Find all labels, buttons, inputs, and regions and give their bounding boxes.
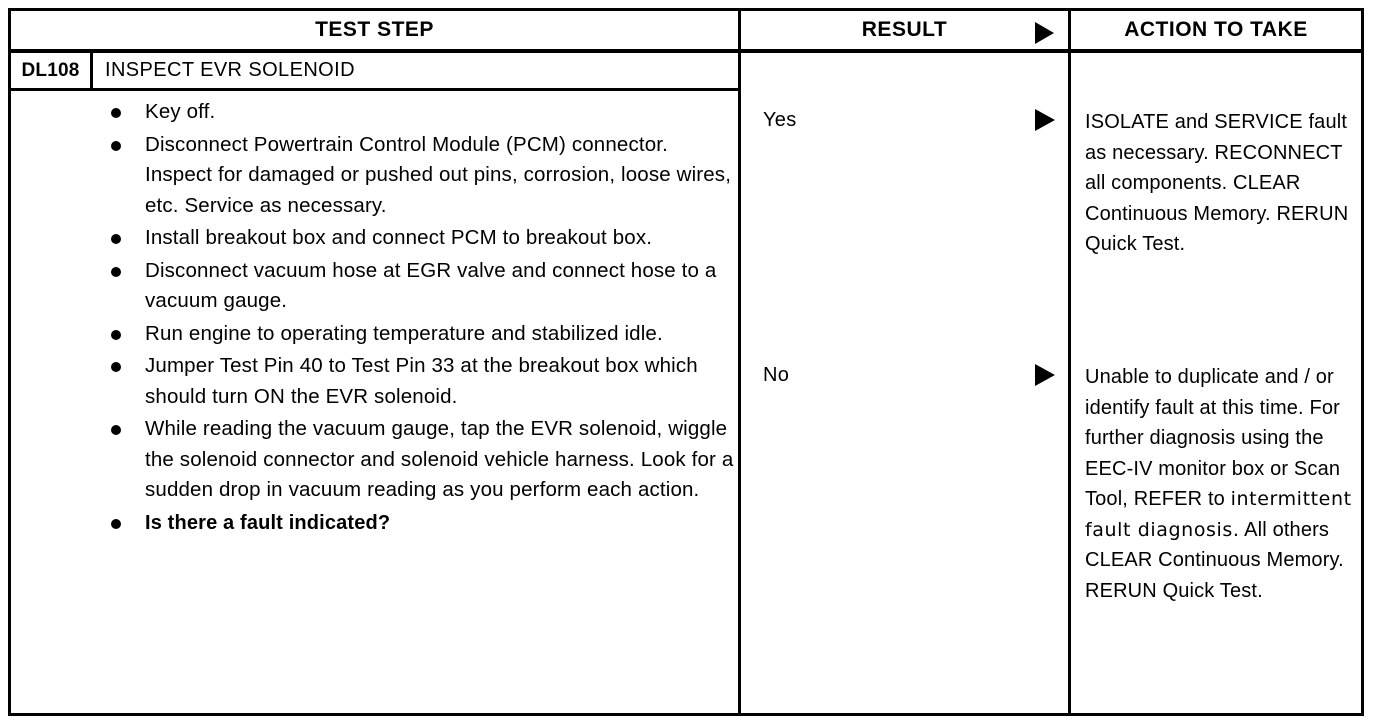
list-item: Run engine to operating temperature and … [93, 319, 738, 350]
column-header-action-label: ACTION TO TAKE [1124, 18, 1308, 41]
bullet-dot-icon [111, 362, 121, 372]
column-header-test-step: TEST STEP [11, 11, 738, 49]
table-header-row: TEST STEP RESULT ACTION TO TAKE [11, 11, 1361, 53]
action-text-no-part1: Unable to duplicate and / or identify fa… [1085, 366, 1341, 510]
column-divider-action [1068, 53, 1071, 713]
step-title-cell: INSPECT EVR SOLENOID [93, 53, 738, 91]
list-item-text: Jumper Test Pin 40 to Test Pin 33 at the… [145, 354, 698, 408]
action-text-yes-body: ISOLATE and SERVICE fault as necessary. … [1085, 111, 1349, 255]
list-item: Install breakout box and connect PCM to … [93, 223, 738, 254]
bullet-dot-icon [111, 266, 121, 277]
list-item-text: Is there a fault indicated? [145, 511, 391, 534]
list-item: Disconnect vacuum hose at EGR valve and … [93, 256, 738, 317]
result-value-yes-label: Yes [763, 109, 797, 131]
action-text-no-highlight: intermittent fault diagnosis. [1085, 488, 1352, 541]
column-header-action: ACTION TO TAKE [1068, 11, 1361, 49]
row-right-arrow-icon-yes [1035, 109, 1055, 131]
column-header-result-label: RESULT [861, 18, 948, 41]
step-header-row: DL108 INSPECT EVR SOLENOID [11, 53, 738, 91]
result-value-no: No [763, 364, 789, 387]
list-item: While reading the vacuum gauge, tap the … [93, 414, 738, 506]
step-code-cell: DL108 [11, 53, 93, 91]
column-header-result: RESULT [738, 11, 1068, 49]
step-code-label: DL108 [21, 59, 80, 81]
diagnostic-table: TEST STEP RESULT ACTION TO TAKE DL108 IN… [8, 8, 1364, 716]
list-item: Jumper Test Pin 40 to Test Pin 33 at the… [93, 351, 738, 412]
bullet-dot-icon [111, 329, 121, 340]
list-item-text: Install breakout box and connect PCM to … [145, 226, 653, 249]
list-item: Key off. [93, 97, 738, 128]
list-item-text: Disconnect vacuum hose at EGR valve and … [145, 258, 717, 313]
bullet-dot-icon [111, 425, 121, 435]
list-item-text: Run engine to operating temperature and … [145, 321, 663, 345]
header-right-arrow-icon [1035, 22, 1054, 44]
bullet-dot-icon [111, 108, 121, 118]
bullet-dot-icon [111, 518, 121, 529]
action-text-yes: ISOLATE and SERVICE fault as necessary. … [1085, 107, 1363, 260]
list-item: Disconnect Powertrain Control Module (PC… [93, 130, 738, 222]
list-item-question: Is there a fault indicated? [93, 508, 738, 539]
list-item-text: Disconnect Powertrain Control Module (PC… [145, 132, 732, 217]
row-right-arrow-icon-no [1035, 364, 1055, 386]
result-value-no-label: No [763, 364, 790, 386]
step-title-label: INSPECT EVR SOLENOID [105, 59, 355, 81]
bullet-dot-icon [111, 234, 121, 244]
column-divider-result [738, 53, 741, 713]
test-step-list: Key off. Disconnect Powertrain Control M… [93, 97, 738, 540]
action-text-no-part2: All others CLEAR Continuous Memory. RERU… [1085, 518, 1344, 602]
result-value-yes: Yes [763, 109, 797, 132]
list-item-text: Key off. [145, 100, 216, 123]
bullet-dot-icon [111, 140, 121, 151]
action-text-no: Unable to duplicate and / or identify fa… [1085, 362, 1363, 606]
list-item-text: While reading the vacuum gauge, tap the … [145, 417, 734, 501]
column-header-test-step-label: TEST STEP [315, 18, 434, 41]
